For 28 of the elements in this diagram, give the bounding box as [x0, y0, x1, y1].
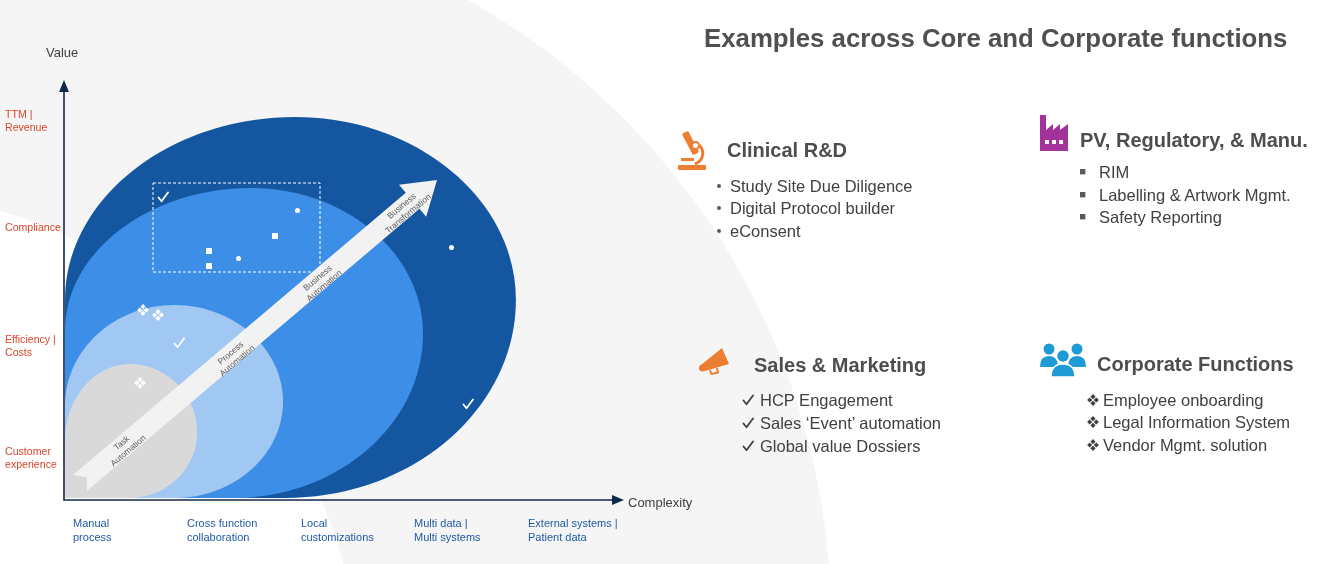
axis-label: External systems | Patient data	[528, 517, 619, 544]
axis-label: Compliance	[5, 221, 61, 234]
axis-label: Efficiency | Costs	[5, 333, 57, 359]
section-heading: Clinical R&D	[727, 138, 848, 162]
list-item: RIM	[1099, 162, 1130, 182]
nested-bubble	[65, 117, 516, 498]
list-item: Labelling & Artwork Mgmt.	[1099, 185, 1291, 205]
list-item: Employee onboarding	[1103, 390, 1264, 410]
axis-label: TTM | Revenue	[5, 108, 49, 134]
axis-label: Local customizations	[301, 517, 375, 544]
axis-label: Cross function collaboration	[187, 517, 259, 544]
list-item: HCP Engagement	[760, 390, 893, 410]
list-item: Legal Information System	[1103, 412, 1291, 432]
list-item: Study Site Due Diligence	[730, 176, 913, 196]
list-item: Safety Reporting	[1099, 207, 1222, 227]
section-heading: Corporate Functions	[1097, 352, 1294, 376]
axis-title: Complexity	[628, 495, 693, 511]
axis-label: Multi data | Multi systems	[414, 517, 482, 544]
list-item: Vendor Mgmt. solution	[1103, 435, 1268, 455]
section-heading: Sales & Marketing	[754, 353, 927, 377]
section-heading: PV, Regulatory, & Manu.	[1080, 128, 1308, 152]
axis-title: Value	[46, 45, 79, 61]
axis-label: Manual process	[73, 517, 113, 544]
page-title: Examples across Core and Corporate functions	[704, 23, 1288, 54]
list-item: Digital Protocol builder	[730, 198, 896, 218]
list-item: eConsent	[730, 221, 801, 241]
list-item: Sales ‘Event’ automation	[760, 413, 941, 433]
list-item: Global value Dossiers	[760, 436, 921, 456]
